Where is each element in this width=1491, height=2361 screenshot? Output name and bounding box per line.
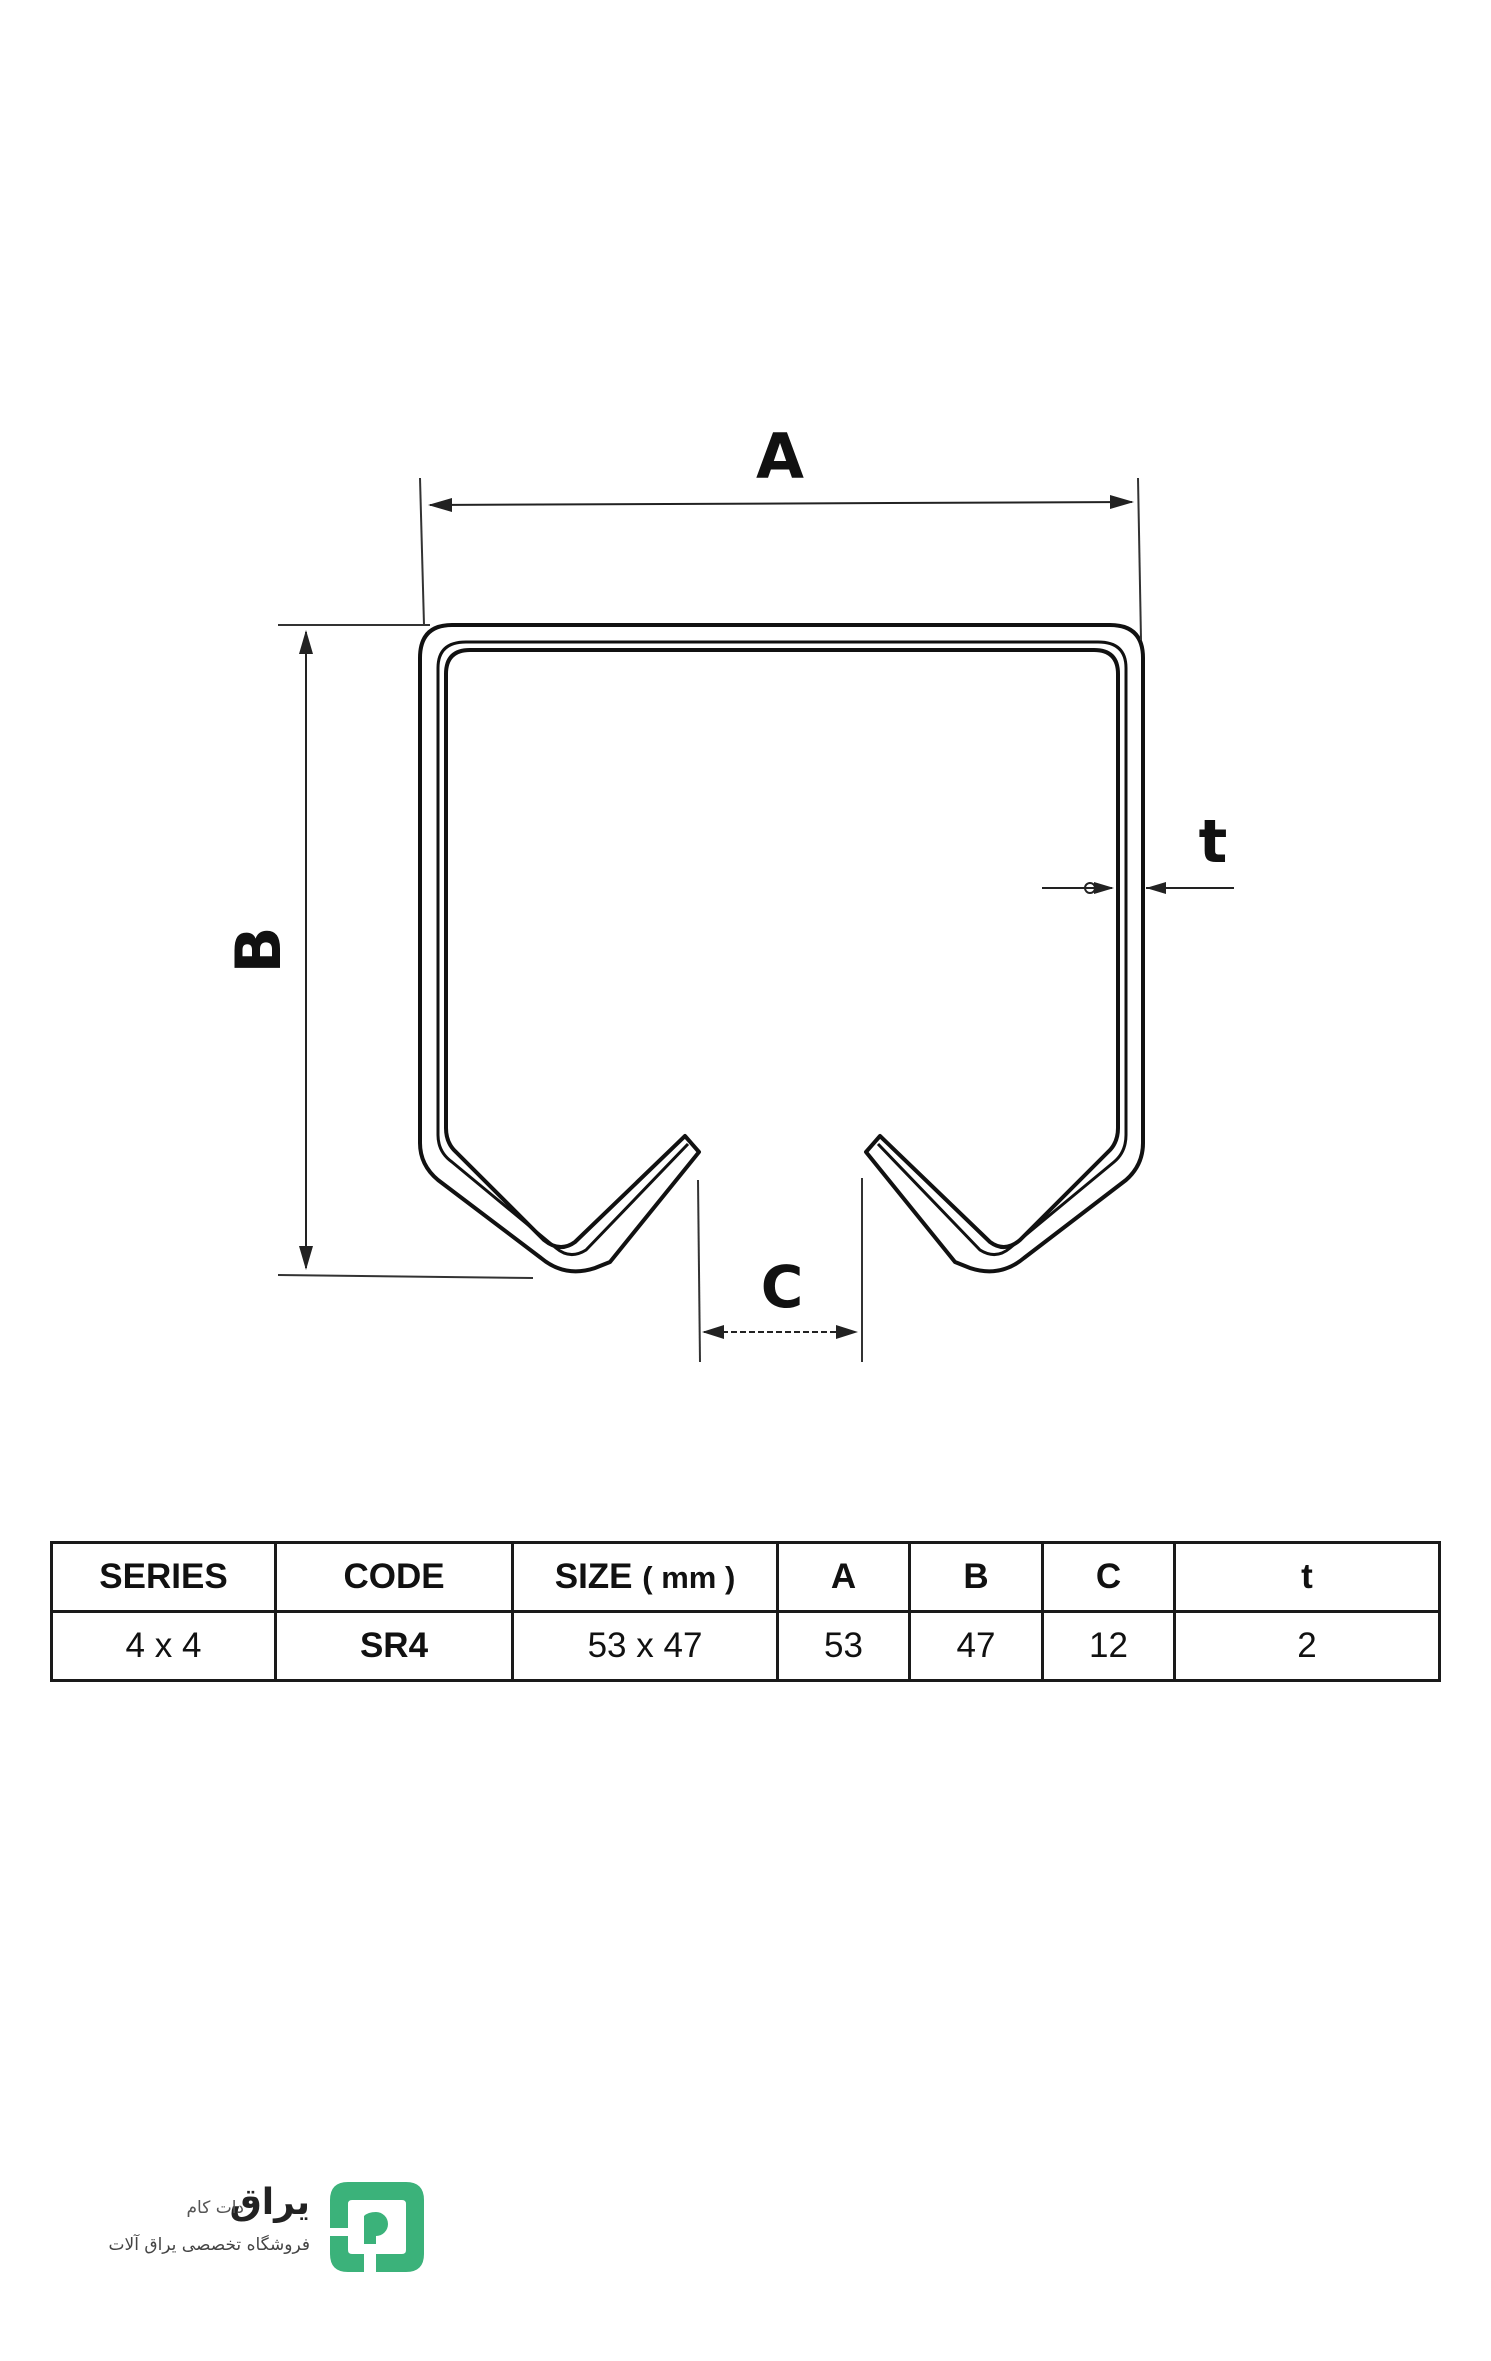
table-row: 4 x 4 SR4 53 x 47 53 47 12 2 <box>50 1610 1441 1682</box>
header-a: A <box>776 1541 911 1613</box>
dimension-b: B <box>222 624 534 1279</box>
cell-size: 53 x 47 <box>511 1610 779 1682</box>
dimension-c: C <box>697 1178 863 1363</box>
logo-mark-icon <box>330 2182 424 2272</box>
header-code: CODE <box>274 1541 514 1613</box>
dimension-c-label: C <box>761 1253 804 1321</box>
cell-b: 47 <box>908 1610 1044 1682</box>
dimension-a: A <box>419 420 1142 641</box>
table-header-row: SERIES CODE SIZE ( mm ) A B C t <box>50 1541 1441 1613</box>
header-t: t <box>1173 1541 1441 1613</box>
cell-c: 12 <box>1041 1610 1176 1682</box>
dimension-t-label: t <box>1199 807 1228 877</box>
profile-outer-outline <box>418 623 1145 1274</box>
profile-drawing: A B C t <box>222 420 1234 1363</box>
header-c: C <box>1041 1541 1176 1613</box>
brand-logo: یراق دات کام فروشگاه تخصصی یراق آلات <box>100 2180 440 2290</box>
cell-code: SR4 <box>274 1610 514 1682</box>
dimension-t: t <box>1042 807 1234 894</box>
header-b: B <box>908 1541 1044 1613</box>
header-size-unit: ( mm ) <box>642 1560 736 1595</box>
cell-series: 4 x 4 <box>50 1610 277 1682</box>
header-series: SERIES <box>50 1541 277 1613</box>
header-size-label: SIZE <box>554 1557 633 1596</box>
logo-tagline: فروشگاه تخصصی یراق آلات <box>108 2235 310 2255</box>
dimension-b-label: B <box>222 926 295 973</box>
profile-inner-outline <box>436 640 1128 1256</box>
dimension-a-label: A <box>756 420 804 493</box>
header-size: SIZE ( mm ) <box>511 1541 779 1613</box>
cell-t: 2 <box>1173 1610 1441 1682</box>
cell-a: 53 <box>776 1610 911 1682</box>
logo-name: یراق <box>229 2182 310 2223</box>
logo-suffix: دات کام <box>186 2198 245 2218</box>
spec-table: SERIES CODE SIZE ( mm ) A B C t 4 x 4 SR… <box>50 1541 1441 1682</box>
